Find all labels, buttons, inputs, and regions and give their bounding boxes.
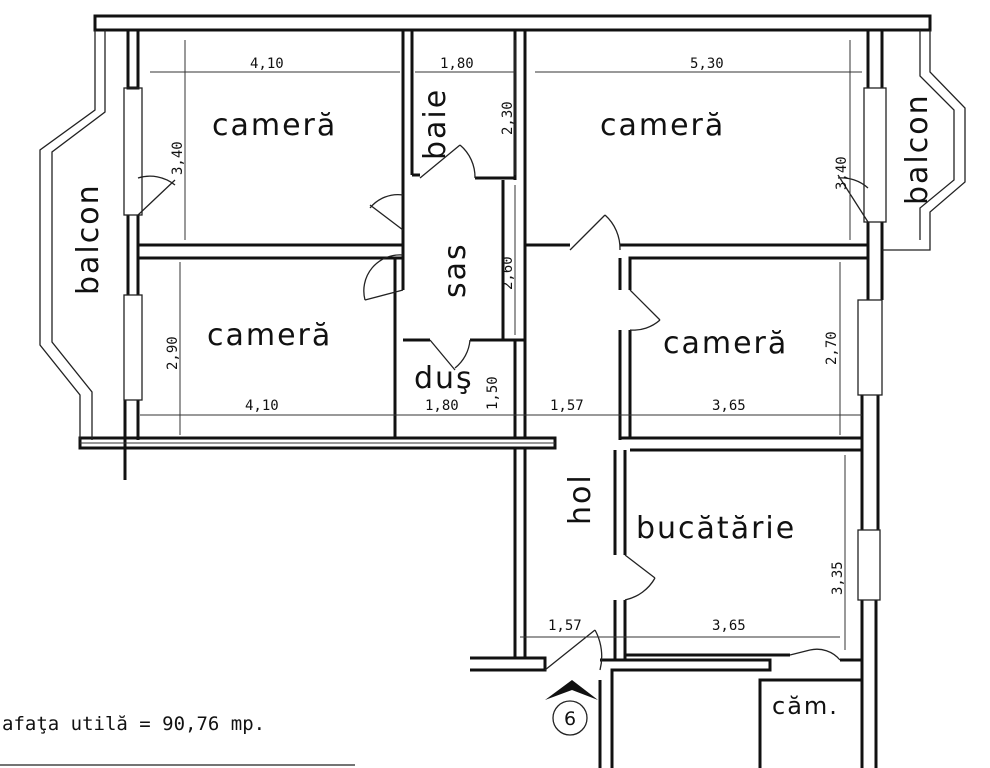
room-camera-top-right: cameră: [600, 108, 725, 143]
dim-kit-width: 3,65: [712, 618, 746, 634]
entrance-number: 6: [564, 708, 576, 730]
windows: [123, 87, 887, 601]
room-balcon-right: balcon: [900, 93, 935, 205]
entrance-marker: 6: [545, 680, 598, 736]
dim-hol-width-bottom: 1,57: [548, 618, 582, 634]
room-camera-bottom-left: cameră: [207, 318, 332, 353]
room-bucatarie: bucătărie: [636, 511, 796, 546]
balcony-left: [39, 30, 106, 440]
room-camera-mid-right: cameră: [663, 326, 788, 361]
dim-tl-width: 4,10: [250, 56, 284, 72]
interior-walls: [136, 30, 870, 660]
dim-bl-width: 4,10: [245, 398, 279, 414]
dim-baie-height: 2,30: [500, 101, 516, 135]
area-text: afaţa utilă = 90,76 mp.: [2, 713, 265, 735]
room-baie: baie: [418, 88, 453, 160]
dim-mr-height: 2,70: [824, 331, 840, 365]
dimension-labels: 4,10 1,80 5,30 3,40 2,30 3,40 2,60 2,90 …: [165, 56, 850, 634]
room-balcon-left: balcon: [71, 183, 106, 295]
dim-tl-height: 3,40: [170, 141, 186, 175]
dimension-lines: [80, 40, 862, 650]
dim-dus-height: 1,50: [485, 376, 501, 410]
balcony-right: [882, 30, 966, 251]
dim-dus-width: 1,80: [425, 398, 459, 414]
doors: [137, 144, 869, 671]
room-labels: cameră cameră cameră cameră bucătărie du…: [71, 88, 935, 720]
dim-tr-width: 5,30: [690, 56, 724, 72]
dim-kit-height: 3,35: [830, 561, 846, 595]
room-camara: căm.: [772, 692, 839, 720]
outer-walls: [78, 14, 932, 768]
footer: afaţa utilă = 90,76 mp.: [0, 713, 355, 766]
room-dus: duş: [414, 361, 474, 396]
room-camera-top-left: cameră: [212, 108, 337, 143]
dim-mr-width: 3,65: [712, 398, 746, 414]
dim-hol-width-top: 1,57: [550, 398, 584, 414]
dim-sas-height: 2,60: [500, 256, 516, 290]
dim-baie-width: 1,80: [440, 56, 474, 72]
dim-bl-height: 2,90: [165, 336, 181, 370]
room-sas: sas: [438, 242, 473, 298]
dim-tr-height: 3,40: [834, 156, 850, 190]
room-hol: hol: [563, 473, 598, 525]
